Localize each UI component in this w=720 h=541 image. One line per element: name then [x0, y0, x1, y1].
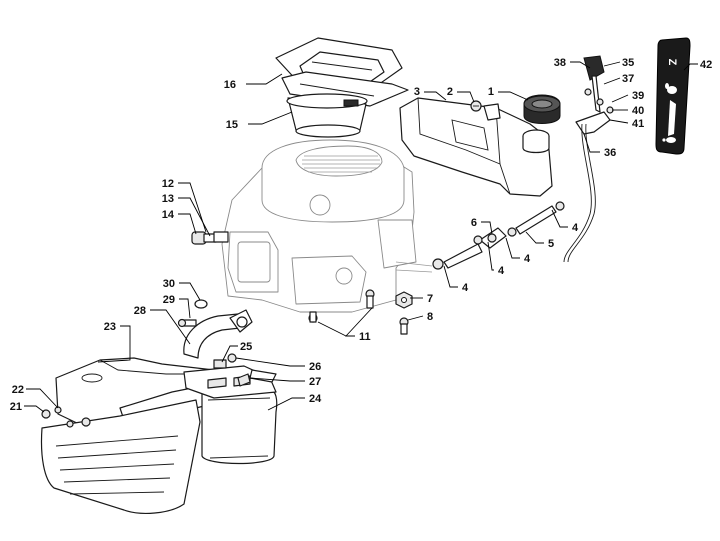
- callout-labels: 16 15 3 2 1 12 13 14 4 5 6 4 4 4 7 8 11 …: [10, 57, 713, 413]
- throttle-decal: Z: [655, 37, 691, 155]
- callout-15: 15: [226, 119, 238, 131]
- throttle-cable: [563, 123, 596, 263]
- leader-lines: [24, 61, 698, 413]
- callout-40: 40: [632, 105, 644, 117]
- callout-30: 30: [163, 278, 175, 290]
- callout-1: 1: [488, 86, 494, 98]
- engine-bolt-b: [308, 311, 318, 323]
- callout-37: 37: [622, 73, 634, 85]
- nut: [395, 291, 413, 309]
- callout-16: 16: [224, 79, 236, 91]
- callout-21: 21: [10, 401, 22, 413]
- svg-text:Z: Z: [666, 59, 678, 66]
- callout-12: 12: [162, 178, 174, 190]
- callout-24: 24: [309, 393, 322, 405]
- guard-screw: [41, 406, 91, 428]
- speed-wedge-icon: [668, 100, 676, 136]
- callout-22: 22: [12, 384, 24, 396]
- exhaust-bolt: [177, 318, 197, 328]
- callout-4-d: 4: [462, 282, 469, 294]
- callout-13: 13: [162, 193, 174, 205]
- callout-26: 26: [309, 361, 321, 373]
- callout-4-c: 4: [498, 265, 505, 277]
- choke-icon: Z: [666, 59, 678, 66]
- callout-7: 7: [427, 293, 433, 305]
- callout-8: 8: [427, 311, 433, 323]
- callout-4-a: 4: [572, 222, 579, 234]
- slow-turtle-icon: [662, 137, 676, 143]
- engine-block: [221, 139, 433, 313]
- callout-3: 3: [414, 86, 420, 98]
- fuel-hose-lower: [432, 235, 483, 270]
- callout-42: 42: [700, 59, 712, 71]
- engine-grille: [302, 155, 380, 173]
- callout-41: 41: [632, 118, 644, 130]
- callout-2: 2: [447, 86, 453, 98]
- callout-6: 6: [471, 217, 477, 229]
- callout-36: 36: [604, 147, 616, 159]
- callout-28: 28: [134, 305, 146, 317]
- fuel-cap: [523, 94, 561, 124]
- callout-11: 11: [359, 331, 371, 343]
- throttle-bracket: [575, 88, 614, 135]
- callout-14: 14: [162, 209, 175, 221]
- callout-4-b: 4: [524, 253, 531, 265]
- fuel-valve: [479, 227, 507, 249]
- fuel-hose-upper: [507, 201, 565, 237]
- air-filter: [286, 93, 368, 138]
- exhaust-pipe: [183, 309, 253, 359]
- muffler: [183, 365, 278, 465]
- callout-23: 23: [104, 321, 116, 333]
- callout-25: 25: [240, 341, 252, 353]
- gasket: [194, 299, 208, 309]
- spark-plug-parts: [191, 231, 229, 245]
- callout-38: 38: [554, 57, 566, 69]
- callout-5: 5: [548, 238, 554, 250]
- fast-rabbit-icon: [665, 83, 677, 94]
- fuel-tank: [399, 97, 553, 197]
- muffler-guard: [40, 399, 201, 514]
- callout-39: 39: [632, 90, 644, 102]
- callout-29: 29: [163, 294, 175, 306]
- engine-bolt-a: [365, 289, 375, 309]
- callout-27: 27: [309, 376, 321, 388]
- muffler-clamp: [213, 353, 277, 387]
- tank-screw: [470, 100, 482, 112]
- callout-35: 35: [622, 57, 634, 69]
- bolt: [399, 317, 409, 335]
